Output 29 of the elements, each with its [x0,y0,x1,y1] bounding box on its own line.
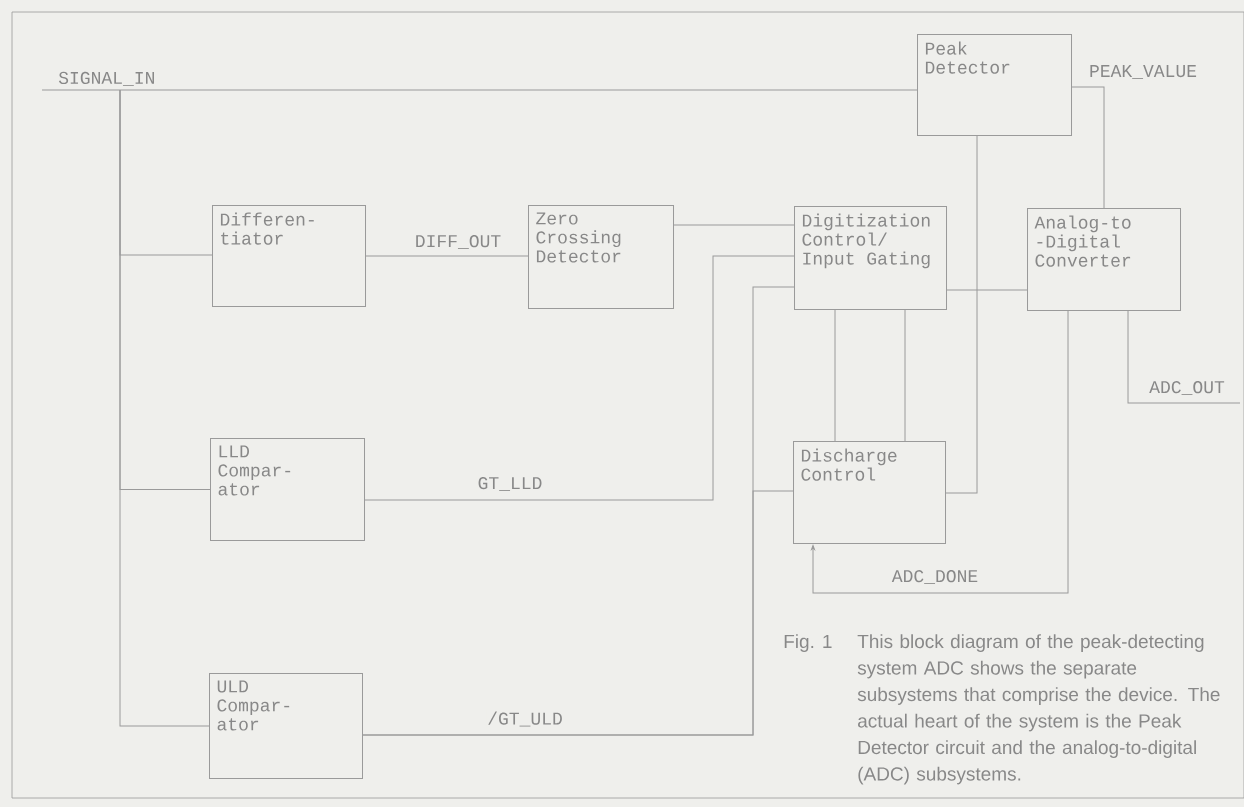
signal-name: SIGNAL_IN [58,71,154,86]
connector-line [119,89,210,727]
connector-line [945,135,978,494]
figure-number: Fig. 1 [784,634,832,652]
block-box: Discharge Control [793,441,946,544]
block-box: ULD Compar- ator [209,673,363,779]
edge-label: GT_LLD [476,476,544,492]
edge-label: DIFF_OUT [413,234,503,250]
block-box: Differen- tiator [212,205,366,307]
connector-line [365,255,529,257]
connector-line [41,89,918,91]
connector-line [1127,310,1241,404]
block-box: LLD Compar- ator [210,438,365,541]
block-box: Analog-to -Digital Converter [1027,208,1181,311]
connector-line [946,289,1028,291]
block-box: Peak Detector [917,34,1072,136]
connector-line [1071,86,1105,209]
connector-line [834,309,836,442]
edge-label: ADC_DONE [890,569,980,585]
connector-line [364,255,795,501]
block-box: Zero Crossing Detector [528,205,674,309]
block-box: Digitization Control/ Input Gating [794,206,947,310]
caption: This block diagram of the peak-detecting system ADC shows the separate subsystems that comprise the device. The actual heart of the system is the Peak Detector circuit and the analog-to-digital (ADC) subsystems. [857,634,1220,785]
edge-label: PEAK_VALUE [1088,64,1198,80]
connector-line [811,310,1069,594]
connector-line [673,224,795,226]
connector-line [362,490,794,736]
edge-label: ADC_OUT [1148,380,1226,396]
connector-line [904,309,906,442]
